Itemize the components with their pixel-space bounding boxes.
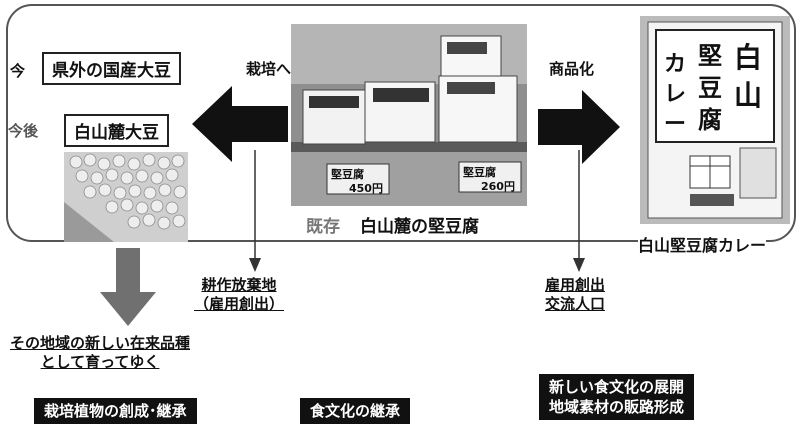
package-char-5: 腐: [698, 106, 722, 134]
thick-down-arrow: [100, 248, 156, 326]
effect-right-line-2: 交流人口: [545, 295, 606, 313]
tofu-photo: 堅豆腐 450円 堅豆腐 260円: [291, 24, 527, 206]
thin-down-arrow-right: [573, 150, 585, 272]
banner-cultivation: 栽培植物の創成･継承: [34, 398, 197, 424]
tofu-illustration: [291, 24, 527, 206]
price-tag-brand-left: 堅豆腐: [331, 168, 364, 181]
effect-left: 耕作放棄地 （雇用創出）: [194, 276, 284, 314]
growth-line-2: として育ってゆく: [40, 353, 160, 371]
soybean-illustration: [64, 152, 188, 242]
package-char-6: カ: [664, 52, 687, 77]
now-value-box: 県外の国産大豆: [42, 52, 181, 85]
effect-left-line-2: （雇用創出）: [194, 295, 285, 313]
tofu-caption: 白山麓の堅豆腐: [360, 217, 479, 237]
curry-caption: 白山堅豆腐カレー: [638, 232, 767, 256]
banner-new-culture-line-1: 新しい食文化の展開: [549, 378, 685, 396]
package-char-3: 堅: [698, 42, 722, 70]
package-char-8: ー: [664, 112, 687, 137]
package-char-2: 山: [734, 79, 763, 112]
right-arrow: [538, 90, 620, 164]
curry-package-photo: 白 山 堅 豆 腐 カ レ ー: [640, 16, 790, 224]
package-char-4: 豆: [698, 74, 722, 102]
growth-text: その地域の新しい在来品種 として育ってゆく: [10, 334, 190, 372]
rounded-frame: [6, 4, 796, 242]
commercialize-label: 商品化: [549, 60, 595, 78]
effect-right-line-1: 雇用創出: [545, 276, 606, 294]
effect-right: 雇用創出 交流人口: [545, 276, 605, 314]
future-label: 今後: [8, 122, 39, 140]
banner-new-culture-line-2: 地域素材の販路形成: [549, 398, 685, 416]
effect-left-line-1: 耕作放棄地: [201, 276, 277, 294]
thin-down-arrow-left: [249, 150, 261, 272]
cultivation-label: 栽培へ: [246, 60, 292, 78]
price-tag-left: 450円: [349, 182, 383, 195]
price-tag-right: 260円: [481, 180, 515, 193]
banner-food-culture: 食文化の継承: [300, 398, 411, 424]
future-value-box: 白山麓大豆: [64, 114, 169, 147]
price-tag-brand-right: 堅豆腐: [463, 166, 496, 179]
banner-new-culture: 新しい食文化の展開 地域素材の販路形成: [539, 374, 695, 420]
existing-label: 既存: [306, 217, 340, 237]
now-label: 今: [10, 62, 26, 80]
package-char-1: 白: [734, 41, 763, 74]
package-char-7: レ: [664, 82, 687, 107]
left-arrow: [192, 86, 288, 162]
curry-package-illustration: [640, 16, 790, 224]
soybean-photo: [64, 152, 188, 242]
growth-line-1: その地域の新しい在来品種: [10, 334, 191, 352]
